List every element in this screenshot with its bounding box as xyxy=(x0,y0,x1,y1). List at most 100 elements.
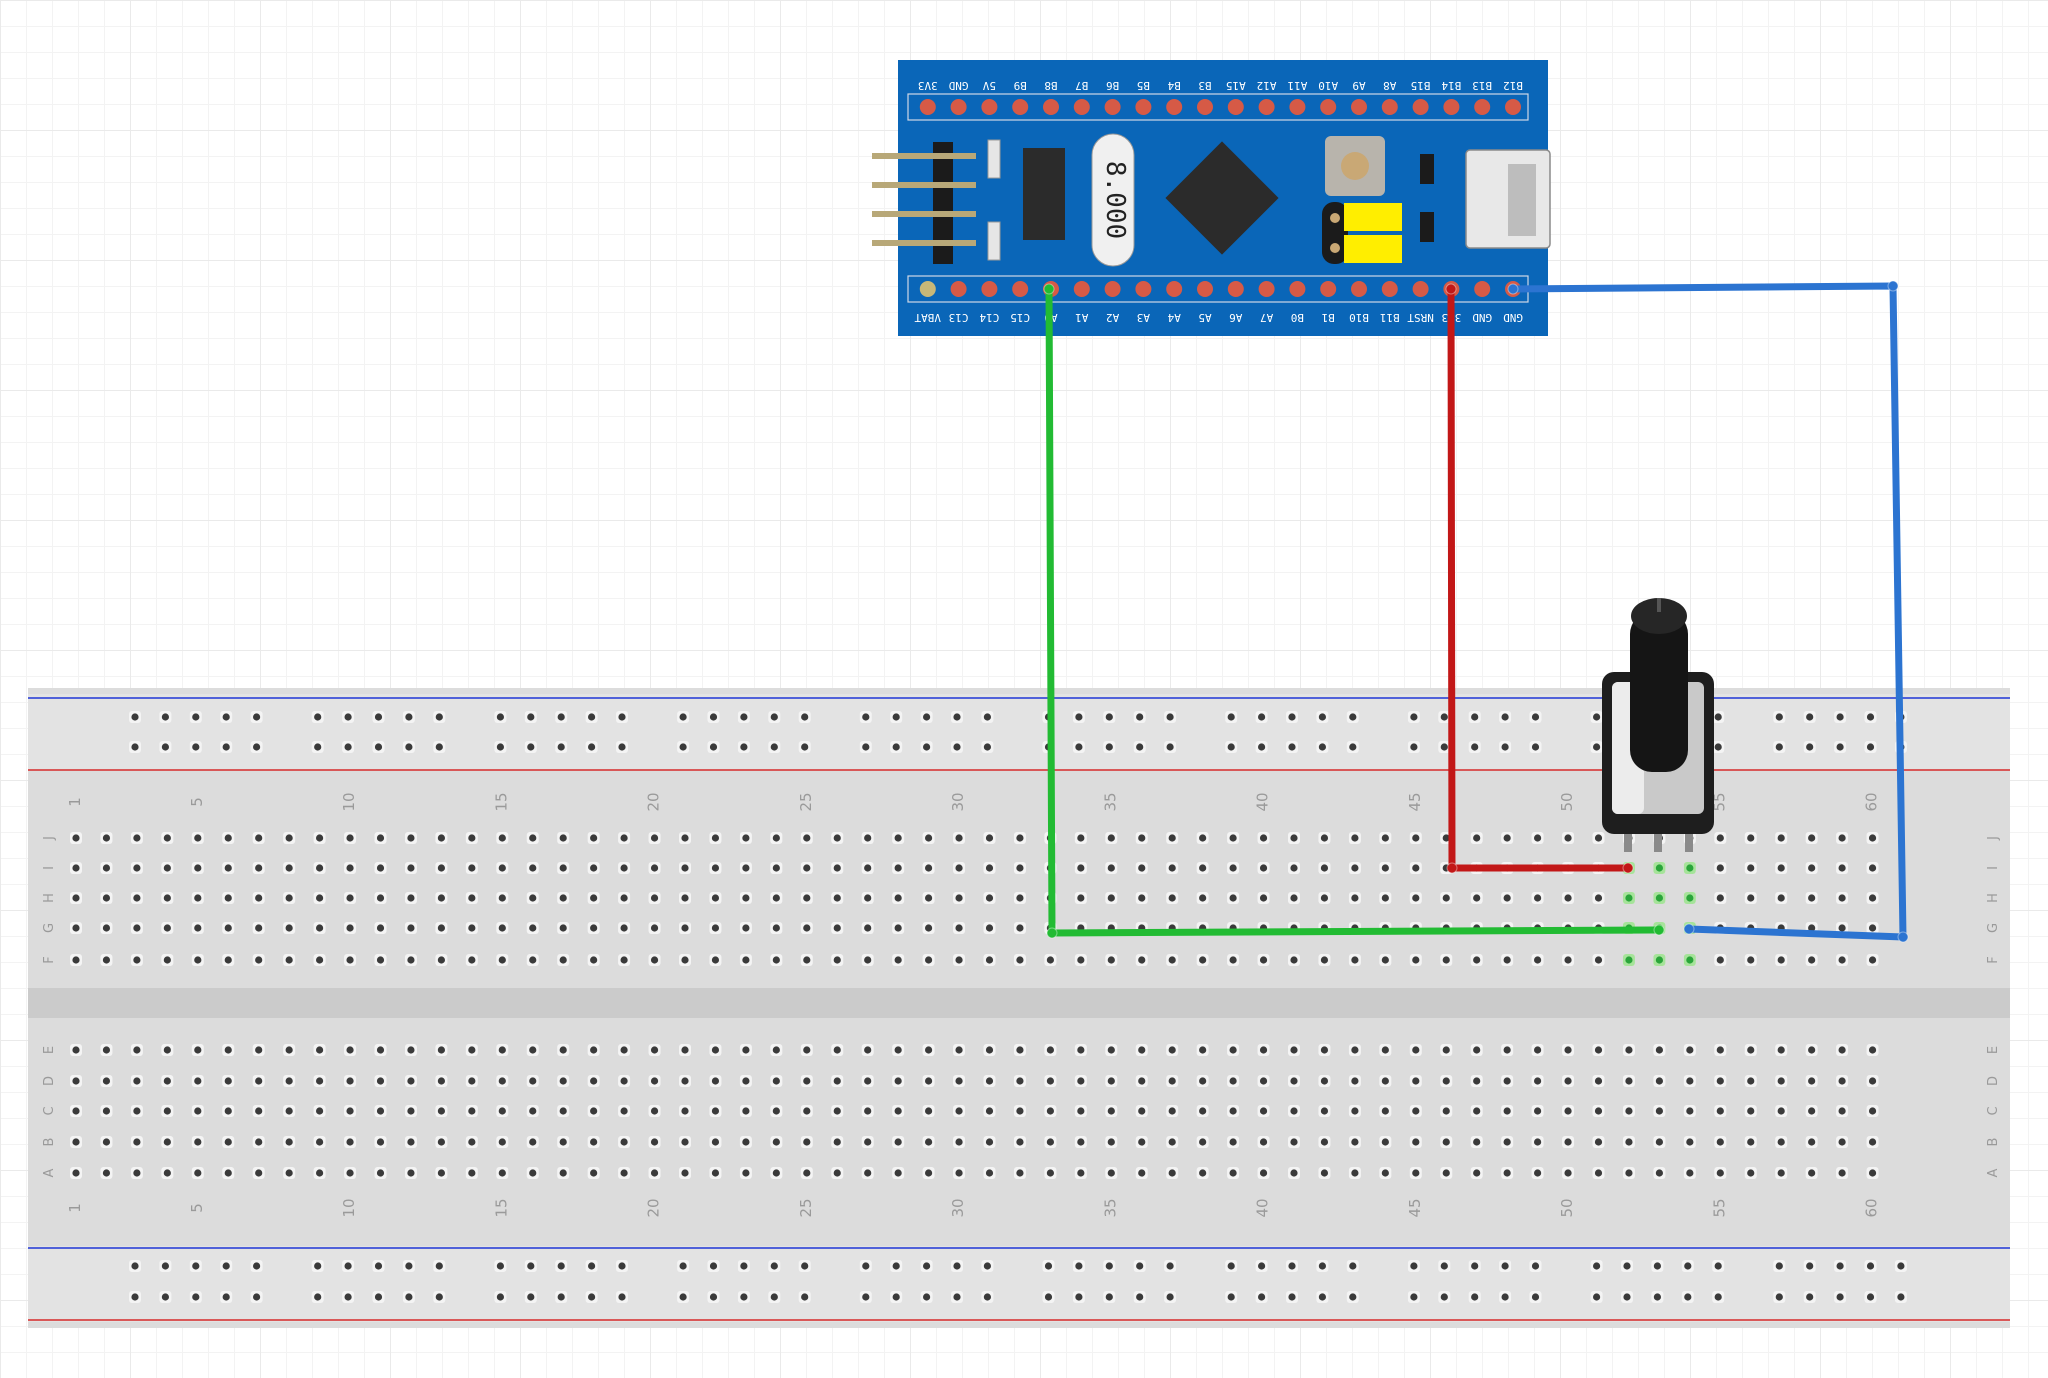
breadboard-hole[interactable] xyxy=(1866,892,1879,904)
rail-hole[interactable] xyxy=(981,1260,994,1272)
breadboard-hole[interactable] xyxy=(800,954,813,966)
breadboard-hole[interactable] xyxy=(587,832,600,844)
breadboard-hole[interactable] xyxy=(1013,1075,1026,1087)
breadboard-hole[interactable] xyxy=(1683,1167,1696,1179)
breadboard-hole[interactable] xyxy=(1348,1075,1361,1087)
breadboard-hole[interactable] xyxy=(679,922,691,934)
breadboard-hole[interactable] xyxy=(739,862,752,874)
breadboard-hole[interactable] xyxy=(1470,1105,1483,1117)
rail-hole[interactable] xyxy=(768,1260,781,1272)
rail-hole[interactable] xyxy=(1286,741,1298,753)
breadboard-hole[interactable] xyxy=(1866,1044,1879,1056)
breadboard-hole[interactable] xyxy=(1714,862,1727,874)
breadboard-hole[interactable] xyxy=(283,1136,296,1148)
rail-hole[interactable] xyxy=(737,1291,750,1303)
breadboard-hole[interactable] xyxy=(191,862,204,874)
breadboard-hole[interactable] xyxy=(1622,1136,1635,1148)
breadboard-hole[interactable] xyxy=(1074,862,1087,874)
breadboard-hole[interactable] xyxy=(404,892,417,904)
rail-hole[interactable] xyxy=(1590,1291,1603,1303)
breadboard-hole[interactable] xyxy=(1227,954,1240,966)
breadboard-hole[interactable] xyxy=(404,1044,417,1056)
rail-hole[interactable] xyxy=(1438,741,1451,753)
breadboard-hole[interactable] xyxy=(404,832,417,844)
breadboard-hole[interactable] xyxy=(344,1136,357,1148)
breadboard-hole[interactable] xyxy=(861,892,874,904)
breadboard-hole[interactable] xyxy=(618,1044,631,1056)
rail-hole[interactable] xyxy=(555,1260,568,1272)
board-pin-c15[interactable] xyxy=(1012,281,1029,297)
breadboard-hole[interactable] xyxy=(1470,892,1483,904)
breadboard-hole[interactable] xyxy=(1166,832,1179,844)
breadboard-hole[interactable] xyxy=(1105,1136,1118,1148)
breadboard-hole[interactable] xyxy=(831,954,844,966)
rail-hole[interactable] xyxy=(159,741,172,753)
breadboard-hole[interactable] xyxy=(70,1044,82,1056)
breadboard-hole[interactable] xyxy=(983,922,996,934)
breadboard-hole[interactable] xyxy=(374,1105,387,1117)
rail-hole[interactable] xyxy=(494,711,507,723)
breadboard-hole[interactable] xyxy=(770,1044,783,1056)
rail-hole[interactable] xyxy=(1621,1260,1633,1272)
pot-knob-top[interactable] xyxy=(1631,598,1687,634)
breadboard-hole[interactable] xyxy=(1348,1044,1361,1056)
rail-hole[interactable] xyxy=(1499,711,1512,723)
breadboard-hole[interactable] xyxy=(892,1167,905,1179)
rail-hole[interactable] xyxy=(951,711,963,723)
breadboard-hole[interactable] xyxy=(1775,862,1788,874)
breadboard-hole[interactable] xyxy=(1683,1075,1696,1087)
breadboard-hole[interactable] xyxy=(1866,1105,1879,1117)
rail-hole[interactable] xyxy=(1712,741,1725,753)
breadboard-hole[interactable] xyxy=(130,1136,143,1148)
breadboard-hole[interactable] xyxy=(1775,1044,1788,1056)
breadboard-hole[interactable] xyxy=(313,1167,326,1179)
rail-hole[interactable] xyxy=(402,1291,415,1303)
rail-hole[interactable] xyxy=(1072,741,1085,753)
breadboard-hole[interactable] xyxy=(283,1167,296,1179)
breadboard-hole[interactable] xyxy=(435,1075,448,1087)
breadboard-hole[interactable] xyxy=(1531,832,1544,844)
breadboard-hole[interactable] xyxy=(983,832,996,844)
breadboard-hole[interactable] xyxy=(922,1105,935,1117)
breadboard-hole[interactable] xyxy=(1714,1075,1727,1087)
breadboard-hole[interactable] xyxy=(1501,954,1514,966)
breadboard-hole[interactable] xyxy=(1105,1044,1118,1056)
breadboard-hole[interactable] xyxy=(557,862,570,874)
breadboard-hole[interactable] xyxy=(953,1105,966,1117)
blue-wire-line[interactable] xyxy=(1509,282,1907,941)
breadboard-hole[interactable] xyxy=(1562,1075,1575,1087)
breadboard-hole[interactable] xyxy=(1470,1075,1483,1087)
breadboard-hole[interactable] xyxy=(435,922,448,934)
rail-hole[interactable] xyxy=(1316,711,1329,723)
breadboard-hole[interactable] xyxy=(922,954,935,966)
breadboard-hole[interactable] xyxy=(1592,832,1605,844)
breadboard-hole[interactable] xyxy=(1805,1136,1818,1148)
rail-hole[interactable] xyxy=(1590,741,1603,753)
breadboard-hole[interactable] xyxy=(1683,1105,1696,1117)
rail-hole[interactable] xyxy=(1042,1260,1055,1272)
breadboard-hole[interactable] xyxy=(1866,832,1879,844)
breadboard-hole[interactable] xyxy=(130,832,143,844)
breadboard-hole[interactable] xyxy=(1257,1044,1270,1056)
rail-hole[interactable] xyxy=(616,1260,628,1272)
rail-hole[interactable] xyxy=(951,1260,963,1272)
breadboard-hole[interactable] xyxy=(587,862,600,874)
breadboard-hole[interactable] xyxy=(800,1167,813,1179)
breadboard-hole[interactable] xyxy=(1836,922,1849,934)
rail-hole[interactable] xyxy=(890,741,903,753)
rail-hole[interactable] xyxy=(1834,1260,1847,1272)
rail-hole[interactable] xyxy=(677,1260,690,1272)
breadboard-hole[interactable] xyxy=(1470,832,1483,844)
rail-hole[interactable] xyxy=(402,1260,415,1272)
board-pin-b0[interactable] xyxy=(1289,281,1306,297)
breadboard-hole[interactable] xyxy=(1257,892,1270,904)
breadboard-hole[interactable] xyxy=(1562,832,1575,844)
breadboard-hole[interactable] xyxy=(252,832,265,844)
breadboard-hole[interactable] xyxy=(739,954,752,966)
breadboard-hole[interactable] xyxy=(465,1044,478,1056)
red-wire[interactable] xyxy=(1445,283,1634,874)
rail-hole[interactable] xyxy=(1773,711,1786,723)
breadboard-hole[interactable] xyxy=(1440,1136,1453,1148)
breadboard-hole[interactable] xyxy=(1714,1105,1727,1117)
breadboard-hole[interactable] xyxy=(1805,1075,1818,1087)
